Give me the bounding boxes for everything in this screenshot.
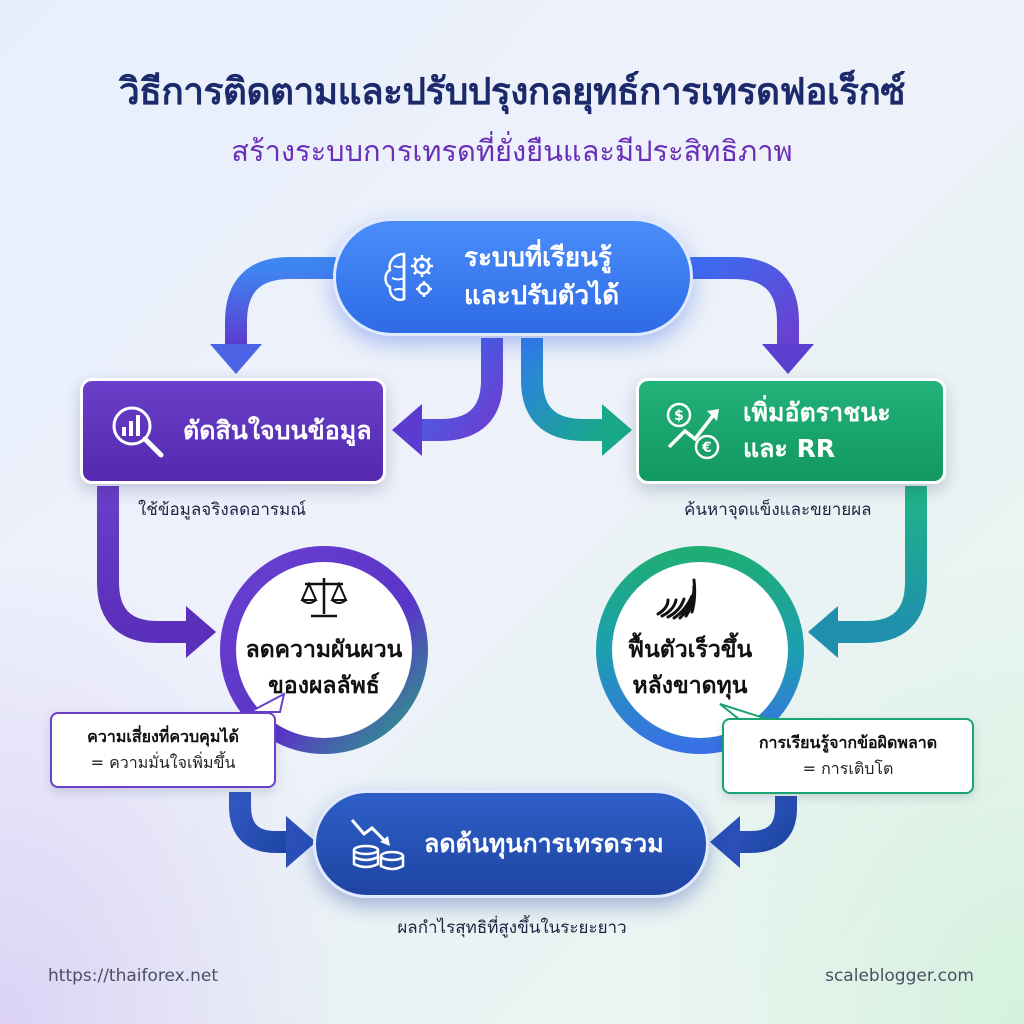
node-right-box-line2: และ RR [743,434,836,463]
node-top-line1: ระบบที่เรียนรู้ [464,243,612,273]
node-right-ring-label: ฟื้นตัวเร็วขึ้น หลังขาดทุน [590,632,790,704]
spring-icon [656,578,697,620]
node-data-driven-decisions: ตัดสินใจบนข้อมูล [80,378,386,484]
arrow-right-down-head [808,606,838,658]
callout-left: ความเสี่ยงที่ควบคุมได้ = ความมั่นใจเพิ่ม… [50,712,276,788]
node-left-ring-label: ลดความผันผวน ของผลลัพธ์ [224,632,424,704]
caption-left-box: ใช้ข้อมูลจริงลดอารมณ์ [138,500,307,520]
callout-left-normal: = ความมั่นใจเพิ่มขึ้น [90,753,236,772]
arrow-right-to-bottom-shaft [738,796,797,853]
arrow-inner-to-right-shaft [521,338,604,441]
footer-link-right[interactable]: scaleblogger.com [825,966,974,986]
node-bottom-label: ลดต้นทุนการเทรดรวม [424,829,664,858]
arrow-right-to-bottom-head [710,816,740,868]
caption-bottom: ผลกำไรสุทธิที่สูงขึ้นในระยะยาว [397,918,627,938]
arrow-left-to-bottom-head [286,816,316,868]
arrow-left-down-shaft [97,486,188,643]
node-lower-trading-cost: ลดต้นทุนการเทรดรวม [313,790,709,898]
callout-right: การเรียนรู้จากข้อผิดพลาด = การเติบโต [722,718,974,794]
arrow-left-down-head [186,606,216,658]
arrow-top-to-left-head [210,344,262,374]
svg-text:€: € [701,440,712,456]
node-top-line2: และปรับตัวได้ [464,281,620,311]
node-win-rate-rr: $ € เพิ่มอัตราชนะ และ RR [636,378,946,484]
page-title: วิธีการติดตามและปรับปรุงกลยุทธ์การเทรดฟอ… [119,70,906,113]
arrow-top-to-right-shaft [682,257,799,357]
arrow-top-to-right-head [762,344,814,374]
magnifier-chart-icon [112,406,164,458]
scales-icon [300,578,348,618]
page-subtitle: สร้างระบบการเทรดที่ยั่งยืนและมีประสิทธิภ… [231,134,793,168]
node-right-box-line1: เพิ่มอัตราชนะ [743,398,891,427]
node-top-label: ระบบที่เรียนรู้ และปรับตัวได้ [464,239,619,315]
callout-left-bold: ความเสี่ยงที่ควบคุมได้ [87,727,239,746]
node-adaptive-learning-system: ระบบที่เรียนรู้ และปรับตัวได้ [333,218,693,336]
arrow-inner-to-right-head [602,404,632,456]
node-left-ring-line2: ของผลลัพธ์ [268,673,380,699]
arrow-inner-to-left-head [392,404,422,456]
arrow-right-down-shaft [836,486,927,643]
callout-right-normal: = การเติบโต [802,759,894,778]
arrow-top-to-left-shaft [225,257,344,357]
footer-link-left[interactable]: https://thaiforex.net [48,966,219,986]
callout-right-bold: การเรียนรู้จากข้อผิดพลาด [758,733,938,752]
coins-down-icon [350,819,405,871]
node-left-box-label: ตัดสินใจบนข้อมูล [183,416,372,445]
node-right-ring-line2: หลังขาดทุน [632,673,748,699]
arrow-inner-to-left-shaft [420,338,503,441]
svg-text:$: $ [674,408,684,424]
node-right-box-label: เพิ่มอัตราชนะ และ RR [743,395,891,467]
arrow-left-to-bottom-shaft [229,792,288,853]
brain-gear-icon [384,252,433,301]
node-left-ring-line1: ลดความผันผวน [245,637,403,663]
ring-left-inner [236,562,412,738]
ring-right-inner [612,562,788,738]
node-right-ring-line1: ฟื้นตัวเร็วขึ้น [627,637,753,663]
money-growth-icon: $ € [666,402,720,460]
caption-right-box: ค้นหาจุดแข็งและขยายผล [684,500,872,520]
